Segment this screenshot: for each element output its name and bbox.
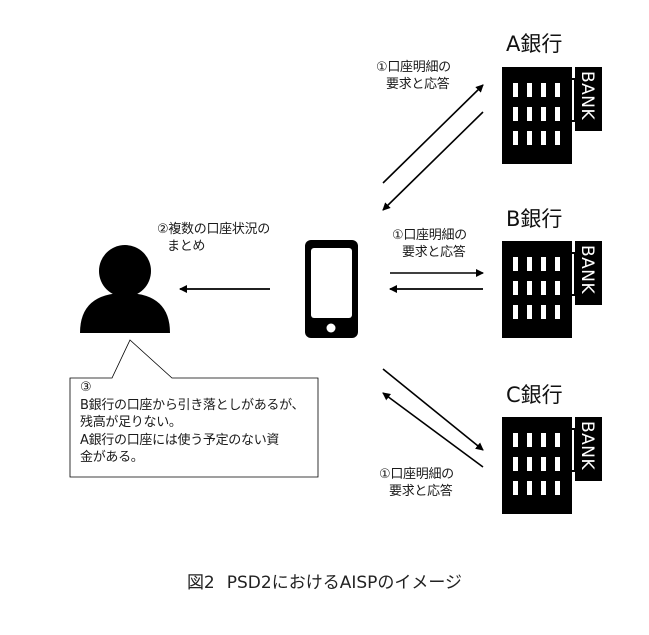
bank-sign-a: BANK xyxy=(577,71,597,121)
arrow-response-c xyxy=(382,392,484,468)
smartphone-icon xyxy=(305,240,358,338)
bubble-line: 残高が足りない。 xyxy=(80,415,182,430)
label-summary: ②複数の口座状況の まとめ xyxy=(157,221,270,255)
person-icon xyxy=(80,245,170,333)
figure-caption: 図2 PSD2におけるAISPのイメージ xyxy=(0,568,649,593)
bank-sign-c: BANK xyxy=(577,421,597,471)
label-line: ①口座明細の xyxy=(379,467,454,482)
bubble-line: ③ xyxy=(80,380,92,395)
bubble-text: ③ B銀行の口座から引き落としがあるが、 残高が足りない。 A銀行の口座には使う… xyxy=(80,379,305,467)
bubble-line: B銀行の口座から引き落としがあるが、 xyxy=(80,397,305,413)
speech-bubble xyxy=(69,339,319,478)
bubble-line: A銀行の口座には使う予定のない資 xyxy=(80,432,280,448)
label-line: 要求と応答 xyxy=(389,484,453,499)
label-line: 要求と応答 xyxy=(386,77,450,92)
label-line: ②複数の口座状況の xyxy=(157,222,270,237)
figure-title: PSD2におけるAISPのイメージ xyxy=(226,573,463,593)
arrow-response-a xyxy=(382,111,484,211)
bank-title-c: C銀行 xyxy=(506,383,563,407)
bank-sign-b: BANK xyxy=(577,245,597,295)
label-request-c: ①口座明細の 要求と応答 xyxy=(379,466,454,500)
label-line: ①口座明細の xyxy=(392,228,467,243)
label-request-b: ①口座明細の 要求と応答 xyxy=(392,227,467,261)
bank-title-b: B銀行 xyxy=(506,207,563,231)
arrow-request-a xyxy=(382,84,484,184)
figure-number: 図2 xyxy=(186,573,215,593)
label-request-a: ①口座明細の 要求と応答 xyxy=(376,59,451,93)
label-line: ①口座明細の xyxy=(376,60,451,75)
bubble-line: 金がある。 xyxy=(80,450,144,465)
label-line: 要求と応答 xyxy=(402,245,466,260)
label-line: まとめ xyxy=(167,239,206,254)
bank-title-a: A銀行 xyxy=(506,32,563,56)
arrow-request-c xyxy=(382,368,484,451)
